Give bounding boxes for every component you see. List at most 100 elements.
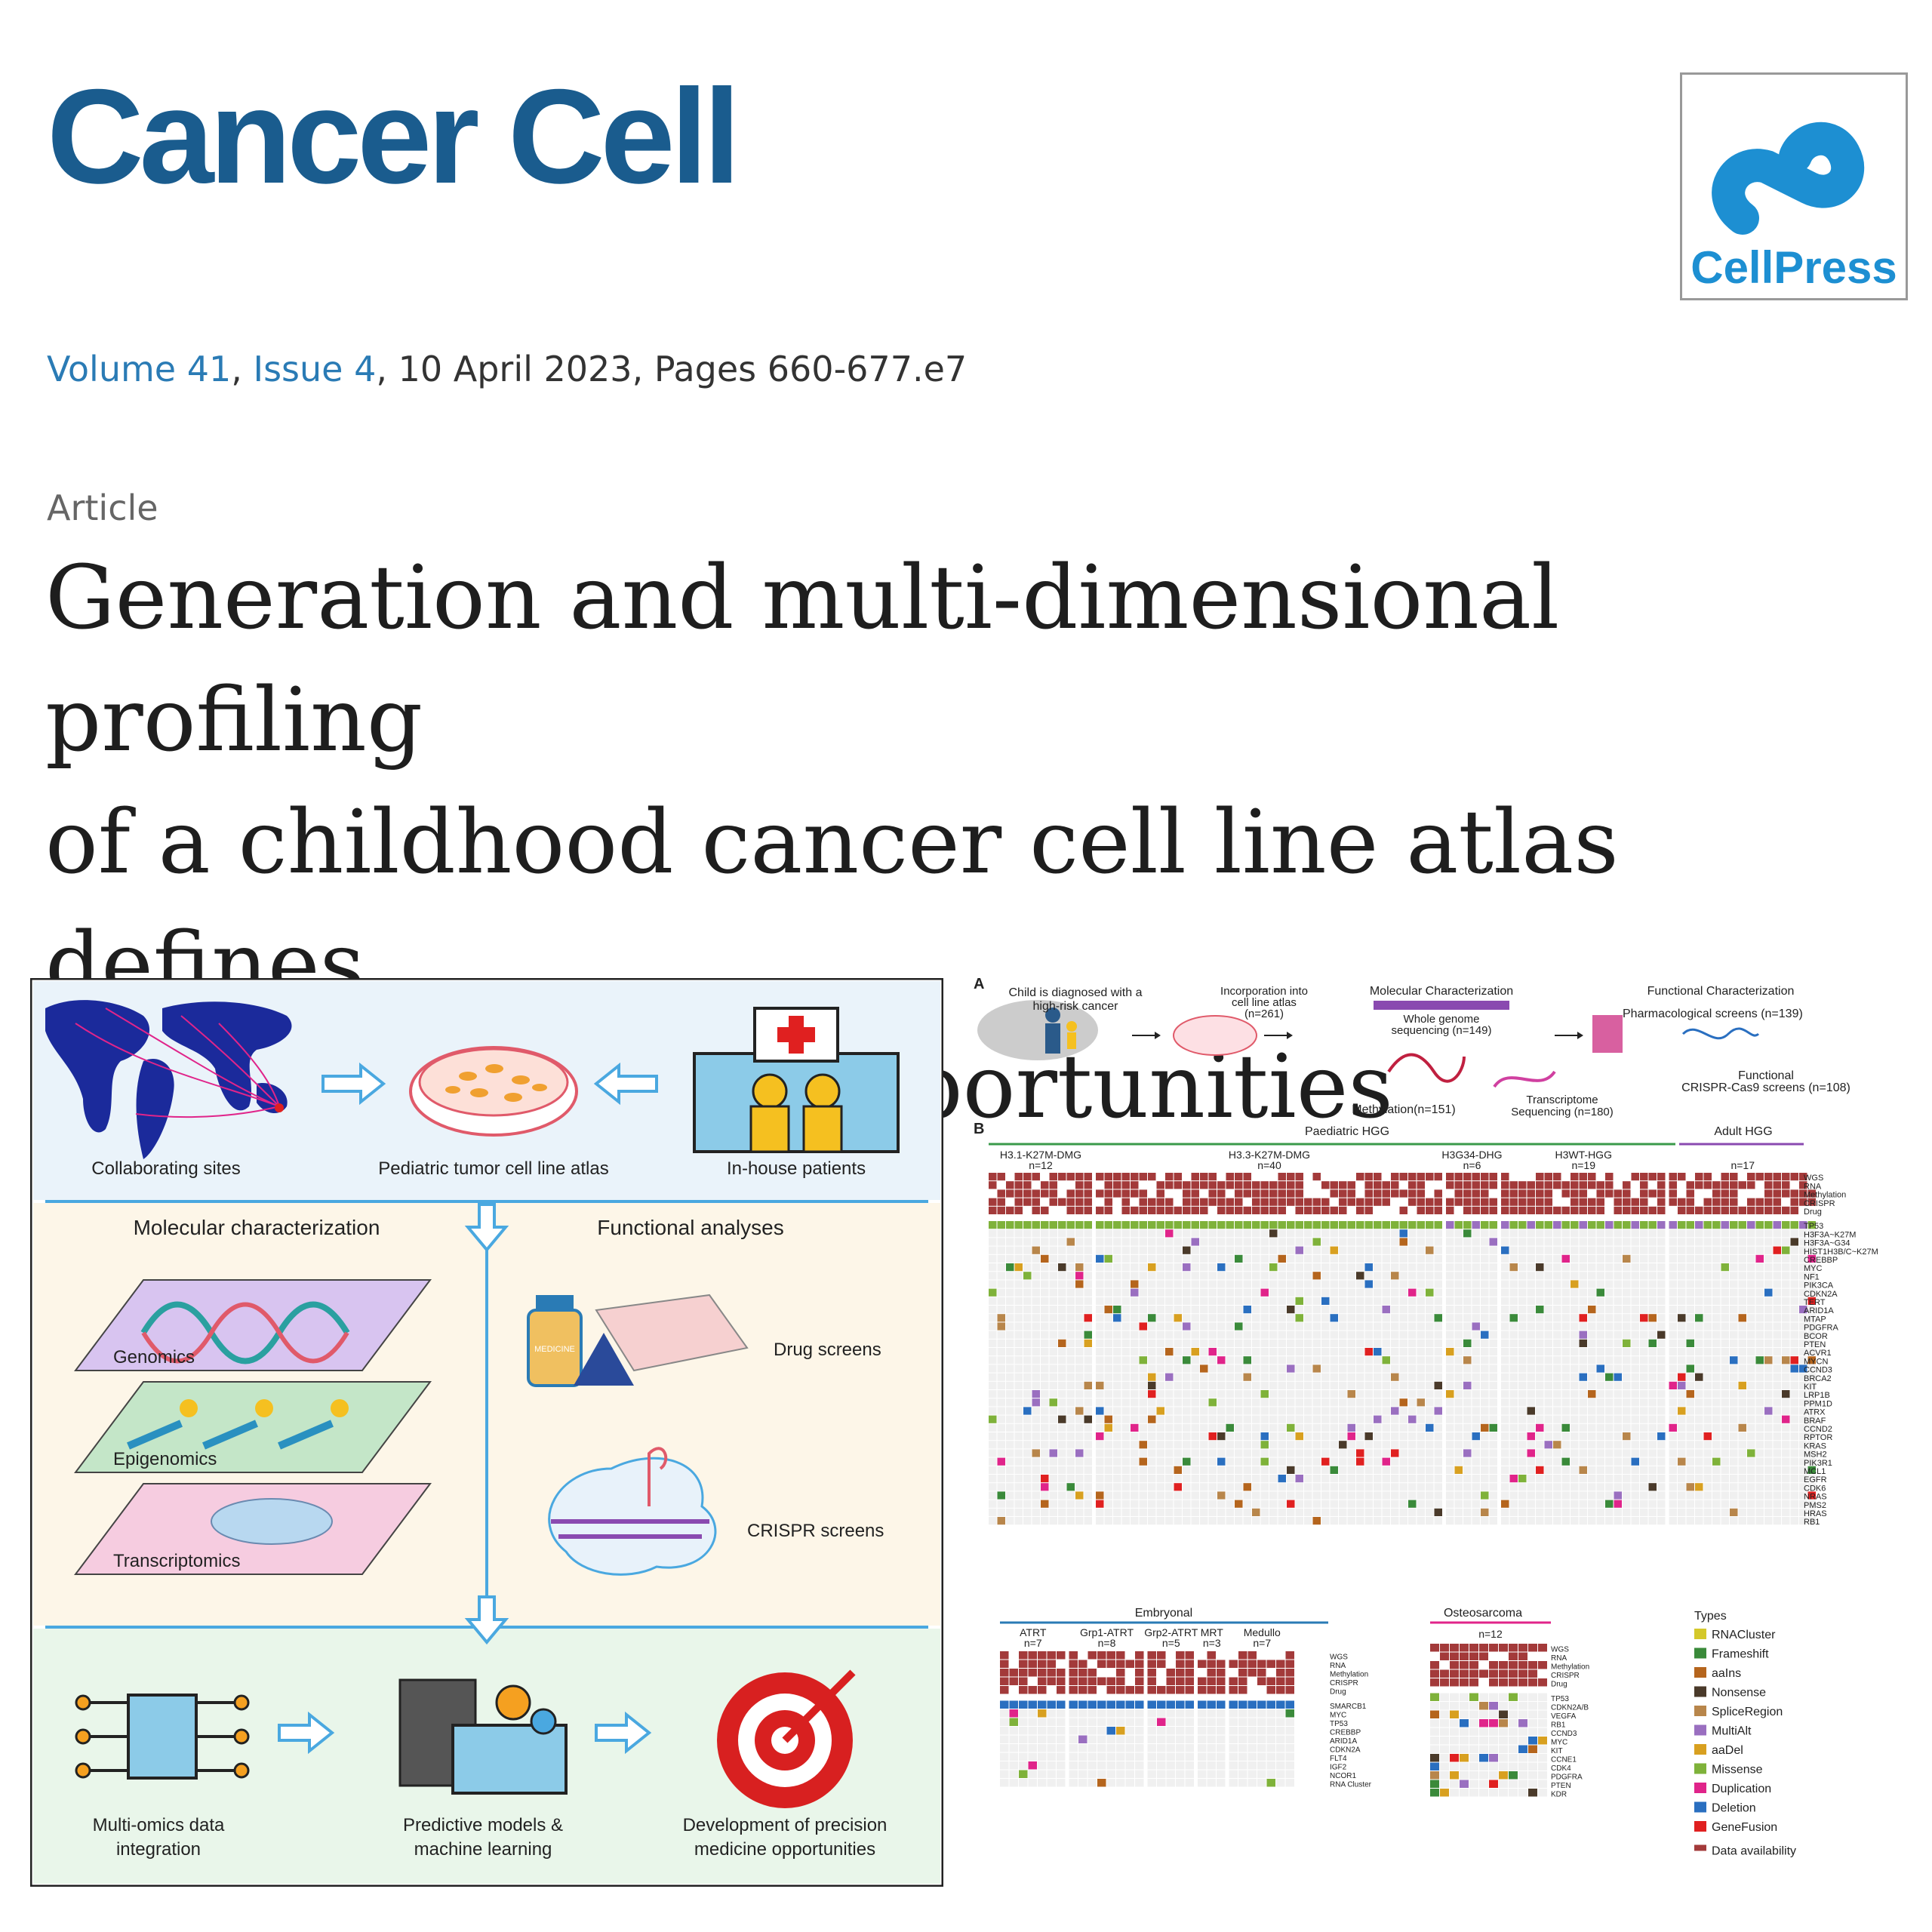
- hgg-mutation-cell: [1446, 1483, 1454, 1491]
- emb-availability-cell: [1038, 1669, 1047, 1677]
- hgg-mutation-cell: [1417, 1364, 1425, 1373]
- hgg-mutation-cell: [1426, 1491, 1434, 1500]
- hgg-mutation-cell: [1295, 1322, 1303, 1331]
- hgg-mutation-cell: [1269, 1449, 1278, 1457]
- hgg-mutation-cell: [1481, 1441, 1489, 1449]
- hgg-mutation-cell: [1631, 1466, 1639, 1474]
- hgg-mutation-cell: [1544, 1381, 1552, 1389]
- hgg-mutation-cell: [1356, 1229, 1364, 1238]
- emb-mutation-cell: [1166, 1718, 1175, 1726]
- hgg-mutation-cell: [1579, 1508, 1587, 1516]
- hgg-availability-cell: [1084, 1206, 1092, 1214]
- emb-mutation-cell: [1028, 1779, 1037, 1787]
- volume-link[interactable]: Volume 41: [47, 349, 232, 389]
- hgg-mutation-cell: [1084, 1449, 1092, 1457]
- hgg-availability-cell: [1648, 1189, 1657, 1198]
- osteo-mutation-cell: [1450, 1762, 1459, 1770]
- hgg-mutation-cell: [1041, 1306, 1049, 1314]
- hgg-mutation-cell: [1113, 1297, 1121, 1305]
- hgg-mutation-cell: [1426, 1348, 1434, 1356]
- hgg-mutation-cell: [1084, 1398, 1092, 1407]
- hgg-mutation-cell: [1588, 1415, 1596, 1423]
- legend-label: Missense: [1712, 1764, 1763, 1777]
- hgg-mutation-cell: [1571, 1457, 1579, 1466]
- hgg-mutation-cell: [1330, 1322, 1338, 1331]
- hgg-mutation-cell: [1183, 1238, 1191, 1246]
- hgg-mutation-cell: [1226, 1272, 1234, 1280]
- emb-mutation-cell: [1019, 1718, 1028, 1726]
- hgg-mutation-cell: [1217, 1500, 1226, 1508]
- hgg-mutation-cell: [1669, 1475, 1677, 1483]
- hgg-mutation-cell: [1596, 1483, 1604, 1491]
- emb-availability-cell: [1116, 1651, 1125, 1660]
- hgg-availability-cell: [1104, 1181, 1112, 1189]
- hgg-mutation-cell: [1596, 1390, 1604, 1398]
- embryonal-group-headers: ATRTn=7Grp1-ATRTn=8Grp2-ATRTn=5MRTn=3Med…: [1020, 1626, 1281, 1649]
- hgg-mutation-cell: [1032, 1466, 1040, 1474]
- hgg-availability-cell: [1588, 1181, 1596, 1189]
- hgg-mutation-cell: [1200, 1466, 1208, 1474]
- hgg-mutation-cell: [1755, 1517, 1764, 1525]
- hgg-mutation-cell: [1596, 1314, 1604, 1322]
- emb-mutation-cell: [1038, 1735, 1047, 1743]
- hgg-mutation-cell: [1330, 1517, 1338, 1525]
- hgg-mutation-cell: [1669, 1364, 1677, 1373]
- osteo-mutation-cell: [1538, 1710, 1547, 1718]
- emb-mutation-cell: [1198, 1761, 1207, 1770]
- cellpress-logo[interactable]: CellPress: [1680, 72, 1908, 300]
- hgg-mutation-cell: [1075, 1398, 1084, 1407]
- hgg-mutation-cell: [1252, 1331, 1260, 1339]
- hgg-mutation-cell: [1041, 1288, 1049, 1297]
- hgg-mutation-cell: [1657, 1457, 1666, 1466]
- graphical-abstract[interactable]: Collaborating sites Pediatric tumor cell…: [30, 978, 943, 1887]
- hgg-mutation-cell: [1252, 1229, 1260, 1238]
- hgg-mutation-cell: [1278, 1364, 1286, 1373]
- hgg-mutation-cell: [1084, 1500, 1092, 1508]
- hgg-availability-cell: [1799, 1189, 1807, 1198]
- hgg-mutation-cell: [1588, 1263, 1596, 1272]
- hgg-mutation-cell: [1014, 1280, 1023, 1288]
- hgg-mutation-cell: [1631, 1508, 1639, 1516]
- emb-mutation-cell: [1207, 1735, 1216, 1743]
- emb-mutation-cell: [1069, 1709, 1078, 1718]
- hgg-mutation-cell: [1561, 1483, 1570, 1491]
- hgg-mutation-cell: [1174, 1407, 1182, 1415]
- hgg-mutation-cell: [1669, 1356, 1677, 1364]
- hgg-mutation-cell: [1605, 1432, 1614, 1441]
- hgg-mutation-cell: [1527, 1483, 1535, 1491]
- osteo-availability-cell: [1489, 1644, 1498, 1652]
- hgg-mutation-cell: [1356, 1254, 1364, 1263]
- hgg-availability-cell: [1399, 1189, 1407, 1198]
- legend-swatch: [1694, 1667, 1706, 1678]
- hgg-mutation-cell: [1049, 1423, 1057, 1432]
- hgg-availability-cell: [1417, 1198, 1425, 1206]
- hgg-mutation-cell: [1235, 1483, 1243, 1491]
- hgg-mutation-cell: [1747, 1508, 1755, 1516]
- hgg-mutation-cell: [1417, 1314, 1425, 1322]
- hgg-mutation-cell: [1561, 1398, 1570, 1407]
- osteo-mutation-cell: [1460, 1727, 1469, 1736]
- emb-mutation-cell: [1000, 1727, 1009, 1735]
- figure-panels[interactable]: A Child is diagnosed with a high-risk ca…: [966, 974, 1924, 1909]
- hgg-mutation-cell: [1382, 1508, 1390, 1516]
- hgg-mutation-cell: [1544, 1364, 1552, 1373]
- hgg-mutation-cell: [1165, 1491, 1174, 1500]
- hgg-mutation-cell: [1200, 1297, 1208, 1305]
- hgg-mutation-cell: [1382, 1254, 1390, 1263]
- hgg-mutation-cell: [1339, 1441, 1347, 1449]
- hgg-mutation-cell: [1058, 1483, 1066, 1491]
- hgg-availability-cell: [1304, 1181, 1312, 1189]
- issue-link[interactable]: Issue 4: [253, 349, 377, 389]
- osteosarcoma-row-labels: WGSRNAMethylationCRISPRDrugTP53CDKN2A/BV…: [1551, 1646, 1589, 1799]
- hgg-mutation-cell: [1799, 1229, 1807, 1238]
- osteo-mutation-cell: [1479, 1719, 1488, 1727]
- hgg-availability-cell: [1269, 1189, 1278, 1198]
- emb-mutation-cell: [1116, 1727, 1125, 1735]
- hgg-mutation-cell: [1657, 1449, 1666, 1457]
- transcriptome-text-2: Sequencing (n=180): [1511, 1106, 1614, 1118]
- hgg-mutation-cell: [1287, 1466, 1295, 1474]
- hgg-mutation-cell: [1678, 1322, 1686, 1331]
- hgg-mutation-cell: [1807, 1364, 1816, 1373]
- hgg-availability-cell: [1084, 1189, 1092, 1198]
- hgg-availability-cell: [1489, 1181, 1497, 1189]
